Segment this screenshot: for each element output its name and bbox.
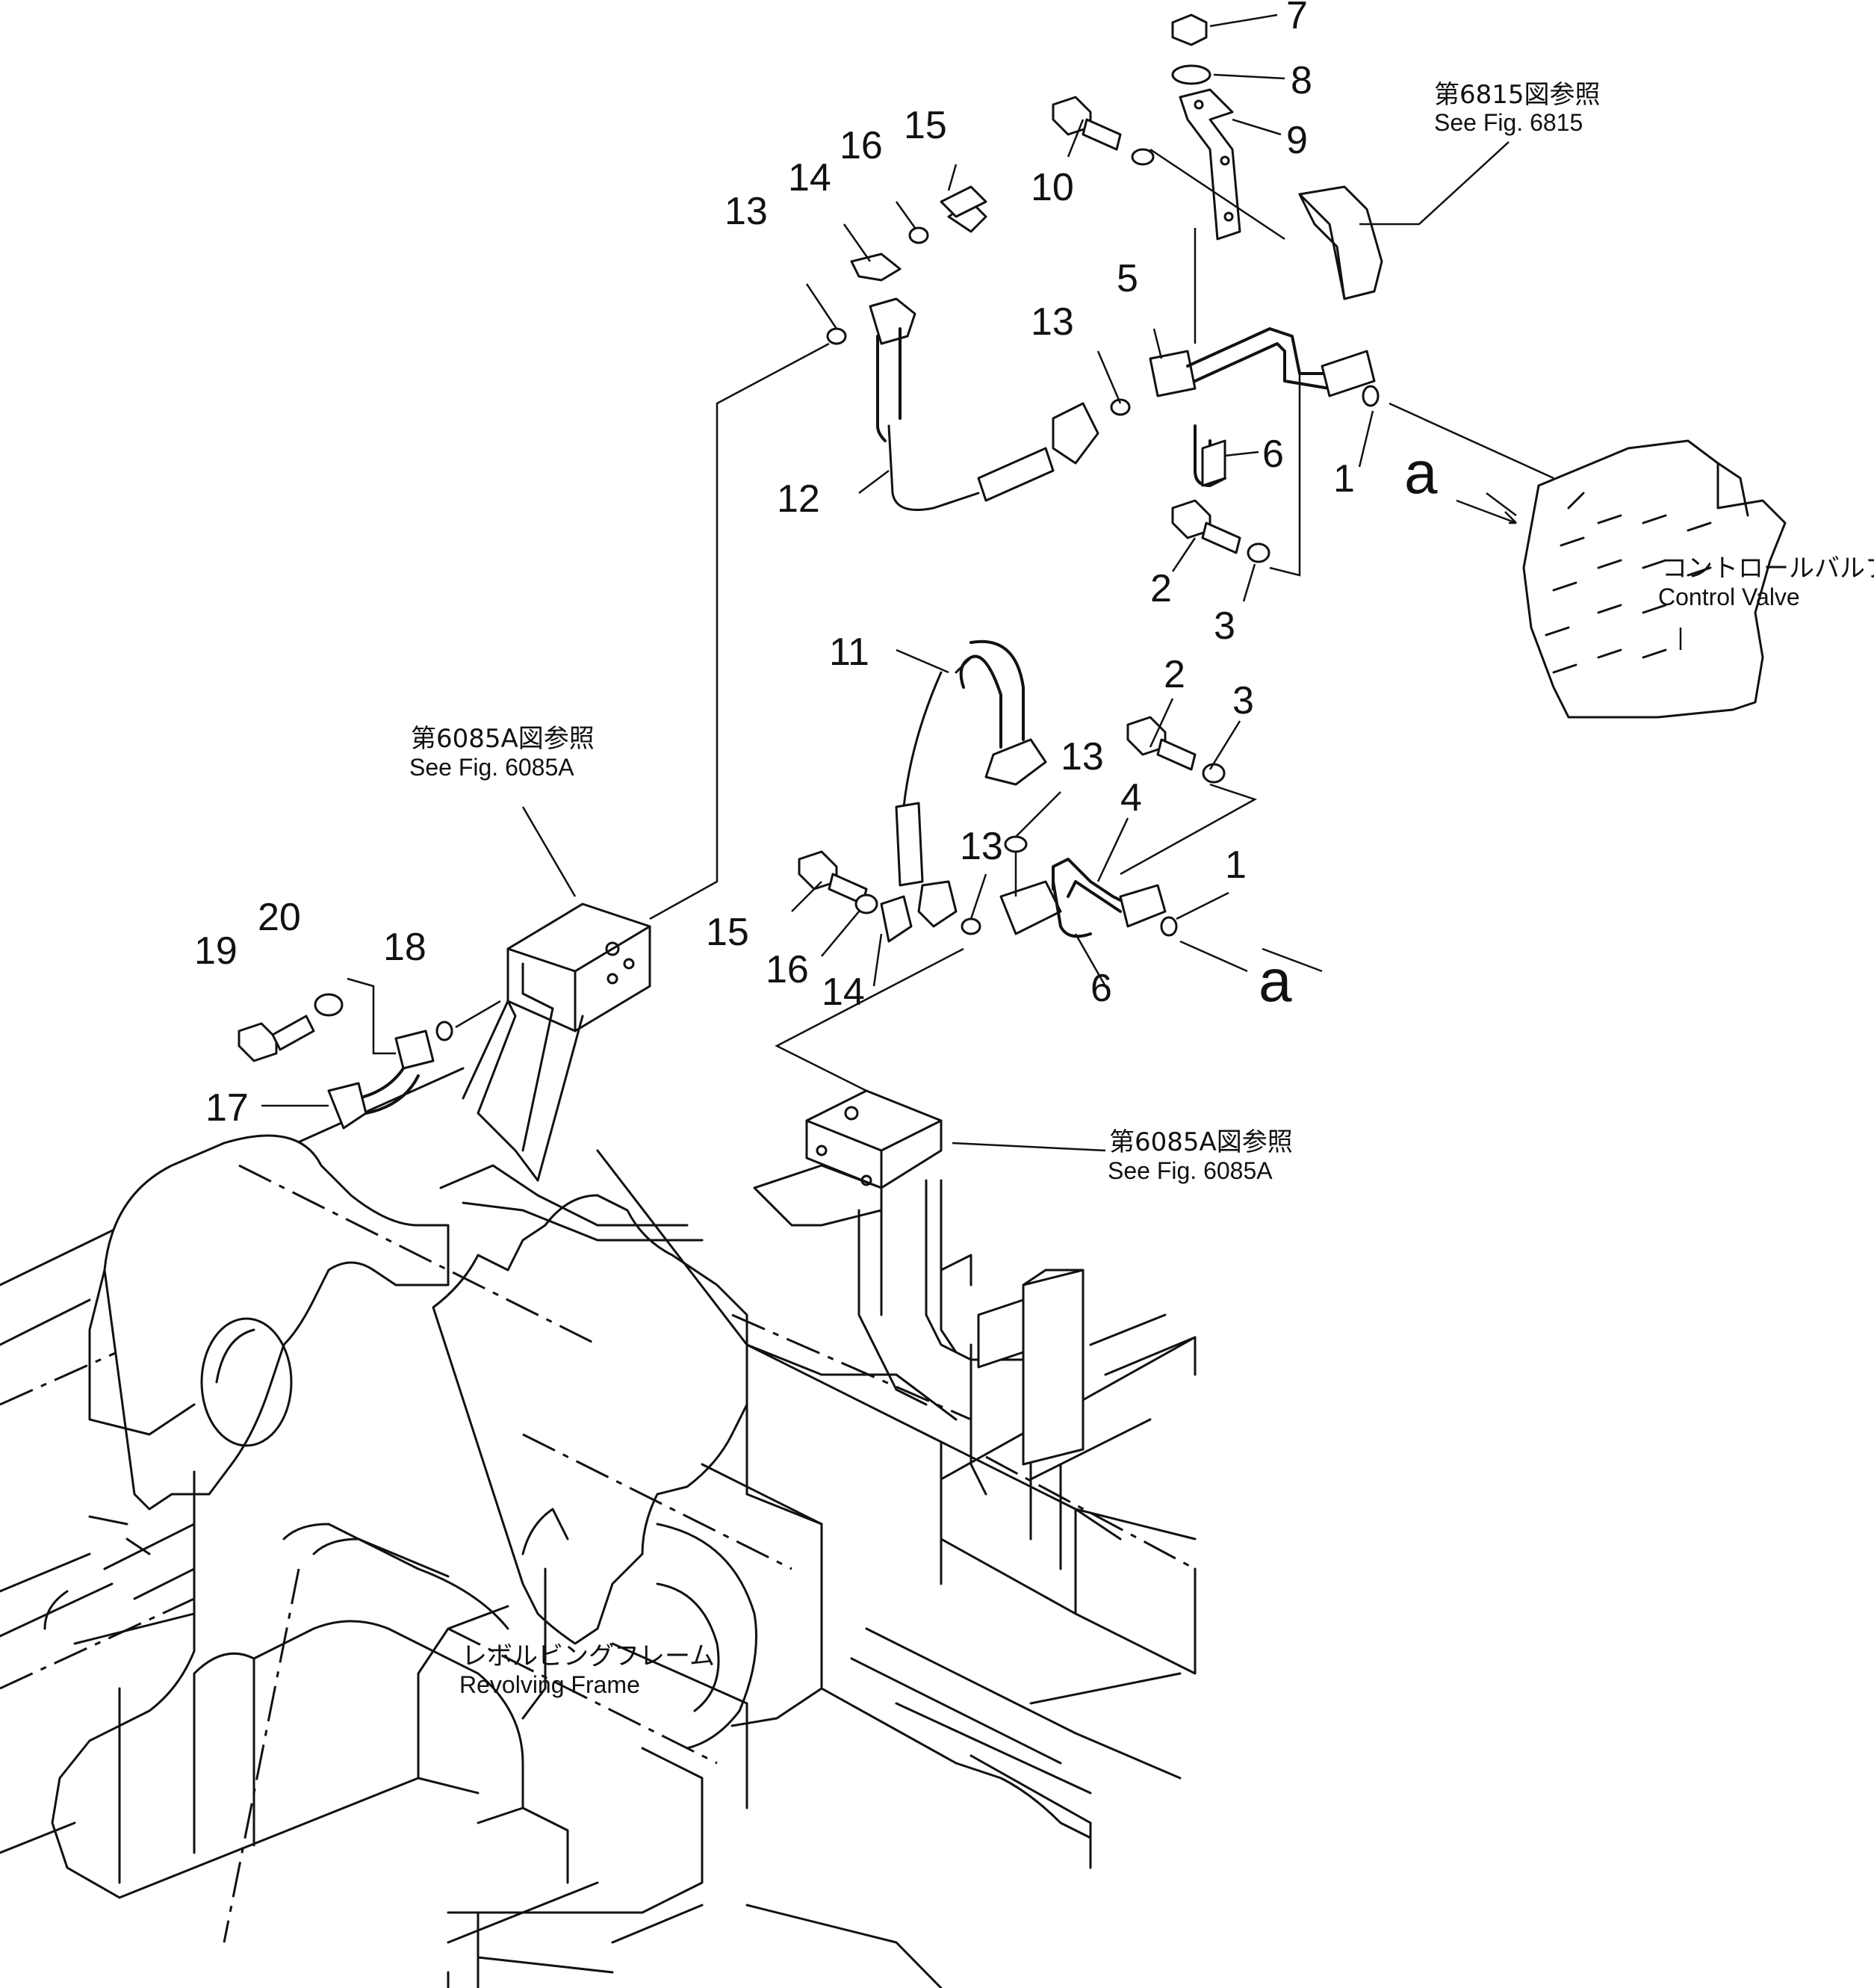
label-4: 4 <box>1120 776 1142 820</box>
label-16-upper: 16 <box>840 124 883 167</box>
upper-leader-lines <box>805 13 1554 602</box>
ref-6085a-upper-en: See Fig. 6085A <box>409 754 574 781</box>
label-17: 17 <box>205 1086 249 1130</box>
connection-marks: a a <box>1259 439 1438 1014</box>
lower-pipe-assembly <box>798 640 1226 943</box>
revolving-frame <box>0 1067 1197 1988</box>
label-16-lower: 16 <box>766 948 809 991</box>
label-9: 9 <box>1286 119 1308 162</box>
label-1-lower: 1 <box>1225 843 1247 887</box>
ref-6085a-upper-jp: 第6085A図参照 <box>411 724 595 754</box>
label-3-upper: 3 <box>1214 604 1235 648</box>
label-15-lower: 15 <box>706 911 749 954</box>
ref-6085a-lower-en: See Fig. 6085A <box>1108 1157 1273 1184</box>
control-valve-jp: コントロールバルブ <box>1662 554 1874 583</box>
label-12: 12 <box>777 477 820 521</box>
routing-lines <box>649 342 964 1092</box>
label-5: 5 <box>1117 257 1138 300</box>
mark-a-upper: a <box>1404 439 1438 506</box>
left-tube-assembly <box>238 977 501 1130</box>
label-14-lower: 14 <box>822 970 865 1014</box>
label-14-upper: 14 <box>788 156 831 199</box>
label-13-b: 13 <box>1031 300 1074 344</box>
label-11: 11 <box>829 631 869 674</box>
reference-labels: 第6815図参照 See Fig. 6815 第6085A図参照 See Fig… <box>409 80 1874 1698</box>
label-1-upper: 1 <box>1333 457 1355 501</box>
nut-7 <box>1171 13 1208 46</box>
bracket-9 <box>1179 88 1241 241</box>
mark-a-lower: a <box>1259 947 1292 1014</box>
label-19: 19 <box>194 929 238 973</box>
revolving-frame-en: Revolving Frame <box>459 1671 640 1698</box>
label-6-lower: 6 <box>1090 967 1112 1010</box>
revolving-frame-jp: レボルビングフレーム <box>462 1641 715 1671</box>
label-13-d: 13 <box>960 825 1003 868</box>
upper-pipe-assembly <box>826 13 1383 563</box>
label-13-a: 13 <box>725 190 768 233</box>
label-2-lower: 2 <box>1164 653 1185 696</box>
right-valve-block <box>753 1089 1085 1570</box>
label-18: 18 <box>383 926 426 969</box>
label-8: 8 <box>1291 59 1312 102</box>
label-3-lower: 3 <box>1232 679 1254 722</box>
label-10: 10 <box>1031 166 1074 209</box>
label-13-c: 13 <box>1061 735 1104 778</box>
label-7: 7 <box>1286 0 1308 37</box>
control-valve-en: Control Valve <box>1658 583 1800 610</box>
reference-leaders <box>521 492 1682 1152</box>
ref-6815-en: See Fig. 6815 <box>1434 109 1583 136</box>
washer-8 <box>1171 64 1211 85</box>
left-valve-block <box>439 902 704 1242</box>
label-20: 20 <box>258 896 301 939</box>
label-6-upper: 6 <box>1262 433 1284 476</box>
label-2-upper: 2 <box>1150 567 1172 610</box>
lower-leader-lines <box>791 648 1258 987</box>
label-15-upper: 15 <box>904 104 947 147</box>
ref-6815-jp: 第6815図参照 <box>1434 80 1601 110</box>
control-valve <box>1522 439 1787 719</box>
ref-6085a-lower-jp: 第6085A図参照 <box>1109 1127 1293 1157</box>
part-number-labels: 7 8 9 10 15 16 14 13 5 13 6 1 12 2 3 11 … <box>194 0 1355 1130</box>
